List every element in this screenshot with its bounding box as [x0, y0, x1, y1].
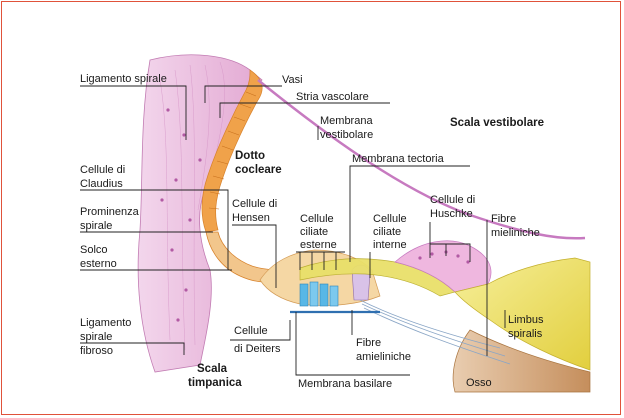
label-ciliate-esterne-2: ciliate	[300, 226, 328, 238]
label-fibre-amieliniche-1: Fibre	[356, 337, 381, 349]
label-ciliate-interne-2: ciliate	[373, 226, 401, 238]
label-cellule-deiters-2: di Deiters	[234, 343, 281, 355]
label-membrana-vestibolare-1: Membrana	[320, 115, 373, 127]
label-cellule-claudius-1: Cellule di	[80, 164, 125, 176]
label-scala-timpanica-1: Scala	[197, 363, 228, 375]
label-limbus-spiralis-2: spiralis	[508, 328, 543, 340]
label-membrana-basilare: Membrana basilare	[298, 378, 392, 390]
label-fibre-mieliniche-1: Fibre	[491, 213, 516, 225]
label-vasi: Vasi	[282, 74, 303, 86]
label-stria-vascolare: Stria vascolare	[296, 91, 369, 103]
label-osso: Osso	[466, 377, 492, 389]
label-ciliate-esterne-1: Cellule	[300, 213, 334, 225]
label-membrana-vestibolare-2: vestibolare	[320, 129, 373, 141]
label-prominenza-spirale-1: Prominenza	[80, 206, 140, 218]
label-limbus-spiralis-1: Limbus	[508, 314, 544, 326]
label-dotto-cocleare-1: Dotto	[235, 150, 265, 162]
label-membrana-tectoria: Membrana tectoria	[352, 153, 445, 165]
label-ligamento-fibroso-1: Ligamento	[80, 317, 131, 329]
label-ciliate-interne-1: Cellule	[373, 213, 407, 225]
label-prominenza-spirale-2: spirale	[80, 220, 112, 232]
label-fibre-mieliniche-2: mieliniche	[491, 227, 540, 239]
label-solco-esterno-1: Solco	[80, 244, 108, 256]
label-solco-esterno-2: esterno	[80, 258, 117, 270]
label-fibre-amieliniche-2: amieliniche	[356, 351, 411, 363]
label-ligamento-fibroso-2: spirale	[80, 331, 112, 343]
label-scala-timpanica-2: timpanica	[188, 377, 242, 389]
label-ciliate-interne-3: interne	[373, 239, 407, 251]
label-ligamento-fibroso-3: fibroso	[80, 345, 113, 357]
label-cellule-hensen-1: Cellule di	[232, 198, 277, 210]
label-cellule-deiters-1: Cellule	[234, 325, 268, 337]
label-cellule-huschke-1: Cellule di	[430, 194, 475, 206]
label-cellule-claudius-2: Claudius	[80, 178, 123, 190]
label-ciliate-esterne-3: esterne	[300, 239, 337, 251]
label-scala-vestibolare: Scala vestibolare	[450, 117, 544, 129]
label-cellule-huschke-2: Huschke	[430, 208, 473, 220]
label-ligamento-spirale: Ligamento spirale	[80, 73, 167, 85]
label-dotto-cocleare-2: cocleare	[235, 164, 282, 176]
label-cellule-hensen-2: Hensen	[232, 212, 270, 224]
